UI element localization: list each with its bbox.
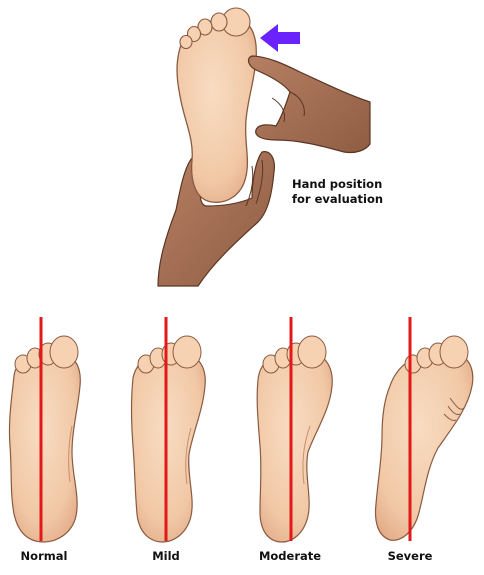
examined-sole	[176, 7, 257, 203]
label-mild: Mild	[152, 549, 180, 563]
label-moderate: Moderate	[258, 549, 322, 563]
label-normal: Normal	[20, 549, 68, 563]
foot-normal	[8, 335, 81, 543]
supporting-hand	[157, 151, 275, 287]
examining-hand	[247, 55, 371, 154]
examination-scene	[157, 7, 371, 287]
foot-moderate	[256, 335, 333, 543]
arrow-left-icon	[260, 24, 300, 52]
label-severe: Severe	[387, 549, 433, 563]
foot-severe	[374, 335, 474, 541]
foot-mild	[130, 335, 206, 543]
hand-position-caption: Hand position for evaluation	[292, 177, 384, 206]
